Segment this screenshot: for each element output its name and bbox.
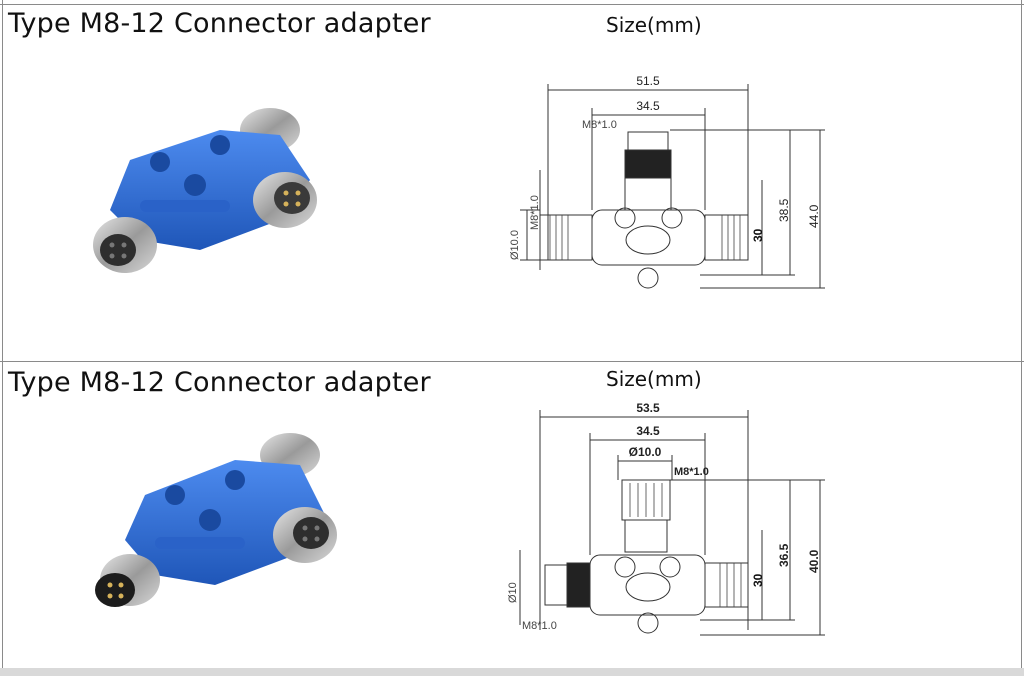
row2-dimension-drawing: 53.5 34.5 Ø10.0 M8*1.0 36.5 40.0 30 Ø10 … [507, 401, 825, 636]
row1-dimension-drawing: 51.5 34.5 M8*1.0 M8*1.0 Ø10.0 38.5 44.0 … [509, 74, 825, 289]
dim2-overall-width: 53.5 [636, 401, 660, 415]
table-border-left [2, 0, 3, 668]
table-border-top [0, 4, 1024, 5]
dim2-inner-width: 34.5 [636, 424, 660, 438]
dim2-diameter-side: Ø10 [507, 582, 519, 603]
dim-height-inner: 38.5 [777, 198, 791, 222]
dim2-diameter-top: Ø10.0 [629, 445, 662, 459]
dim-thread-top: M8*1.0 [582, 119, 617, 131]
row1-size-label: Size(mm) [606, 13, 702, 37]
dim-diameter: Ø10.0 [509, 230, 521, 260]
row1-connector-photo [93, 108, 317, 273]
row2-connector-photo [95, 433, 337, 607]
dim-overall-width: 51.5 [636, 74, 660, 88]
row-divider [0, 361, 1024, 362]
dim2-height-inner: 36.5 [777, 543, 791, 567]
dim2-thread-side: M8*1.0 [522, 620, 557, 632]
dim2-height-outer: 40.0 [807, 549, 821, 573]
dim-inner-width: 34.5 [636, 99, 660, 113]
table-border-right [1021, 0, 1022, 668]
dim2-body-height: 30 [751, 573, 765, 587]
dim-height-outer: 44.0 [807, 204, 821, 228]
dim-body-height: 30 [751, 228, 765, 242]
row1-title: Type M8-12 Connector adapter [8, 8, 431, 39]
bottom-edge-bar [0, 668, 1024, 676]
row2-title: Type M8-12 Connector adapter [8, 367, 431, 398]
row2-size-label: Size(mm) [606, 367, 702, 391]
dim-thread-side: M8*1.0 [529, 195, 541, 230]
dim2-thread-top: M8*1.0 [674, 466, 709, 478]
